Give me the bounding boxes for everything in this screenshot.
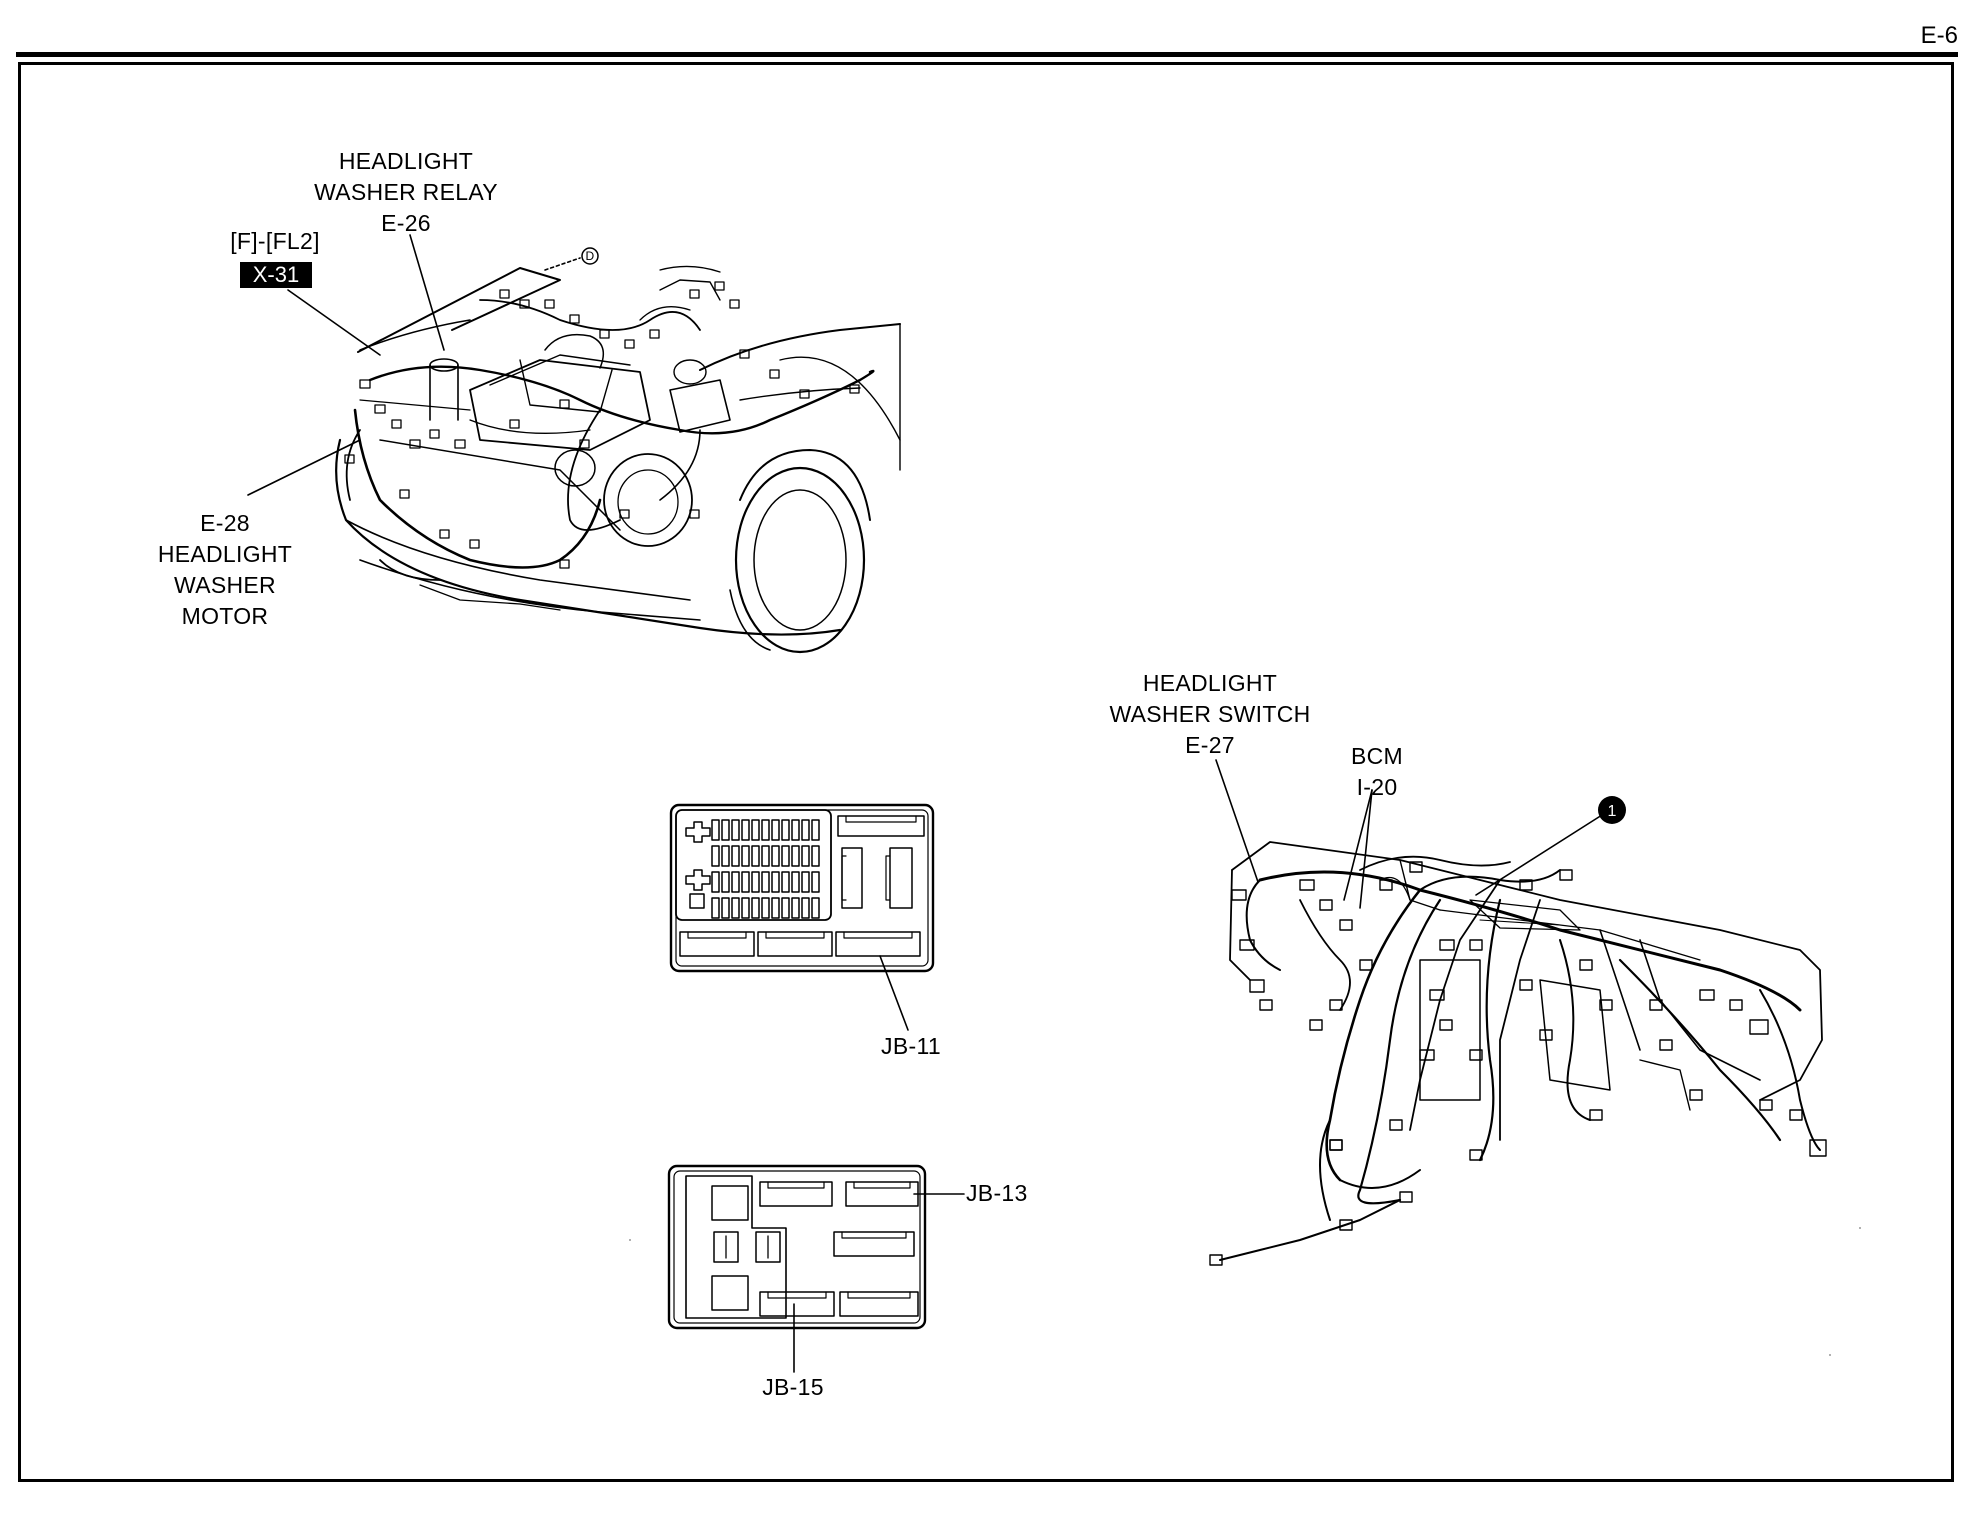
relay-line-1: HEADLIGHT (338, 148, 474, 174)
relay-line-2: WASHER RELAY (314, 179, 498, 205)
junction-block-jb13-jb15 (667, 1164, 965, 1373)
motor-line-2: WASHER (174, 572, 276, 598)
callout-1-marker (1598, 796, 1626, 824)
motor-line-1: HEADLIGHT (157, 541, 293, 567)
motor-line-3: MOTOR (181, 603, 269, 629)
car-front-illustration (335, 265, 901, 654)
headlight-washer-relay-label: HEADLIGHT WASHER RELAY E-26 (296, 146, 516, 239)
switch-line-2: WASHER SWITCH (1109, 701, 1311, 727)
junction-block-jb11 (669, 803, 935, 1031)
callout-1-text: 1 (1608, 803, 1617, 820)
diagram-frame (18, 62, 1954, 1482)
x31-badge: X-31 (240, 262, 312, 288)
page-number: E-6 (1920, 22, 1958, 49)
car-leader-lines (247, 234, 581, 496)
headlight-washer-switch-label: HEADLIGHT WASHER SWITCH E-27 (1090, 668, 1330, 761)
bcm-name: BCM (1350, 743, 1403, 769)
panel-leader-lines (1215, 759, 1603, 909)
bcm-label: BCM I-20 (1332, 741, 1422, 803)
switch-code: E-27 (1185, 732, 1235, 758)
switch-line-1: HEADLIGHT (1142, 670, 1278, 696)
relay-code: E-26 (381, 210, 431, 236)
motor-code: E-28 (200, 510, 250, 536)
headlight-washer-motor-label: E-28 HEADLIGHT WASHER MOTOR (130, 508, 320, 632)
d-marker-label: D (585, 249, 595, 263)
jb13-label: JB-13 (966, 1180, 1028, 1206)
jb15-label: JB-15 (762, 1374, 824, 1400)
fl2-label: [F]-[FL2] (230, 228, 320, 254)
d-marker-circle (581, 247, 599, 265)
instrument-panel-illustration (1209, 841, 1827, 1266)
top-rule (16, 52, 1958, 57)
jb11-label: JB-11 (881, 1033, 941, 1059)
bcm-code: I-20 (1356, 774, 1398, 800)
